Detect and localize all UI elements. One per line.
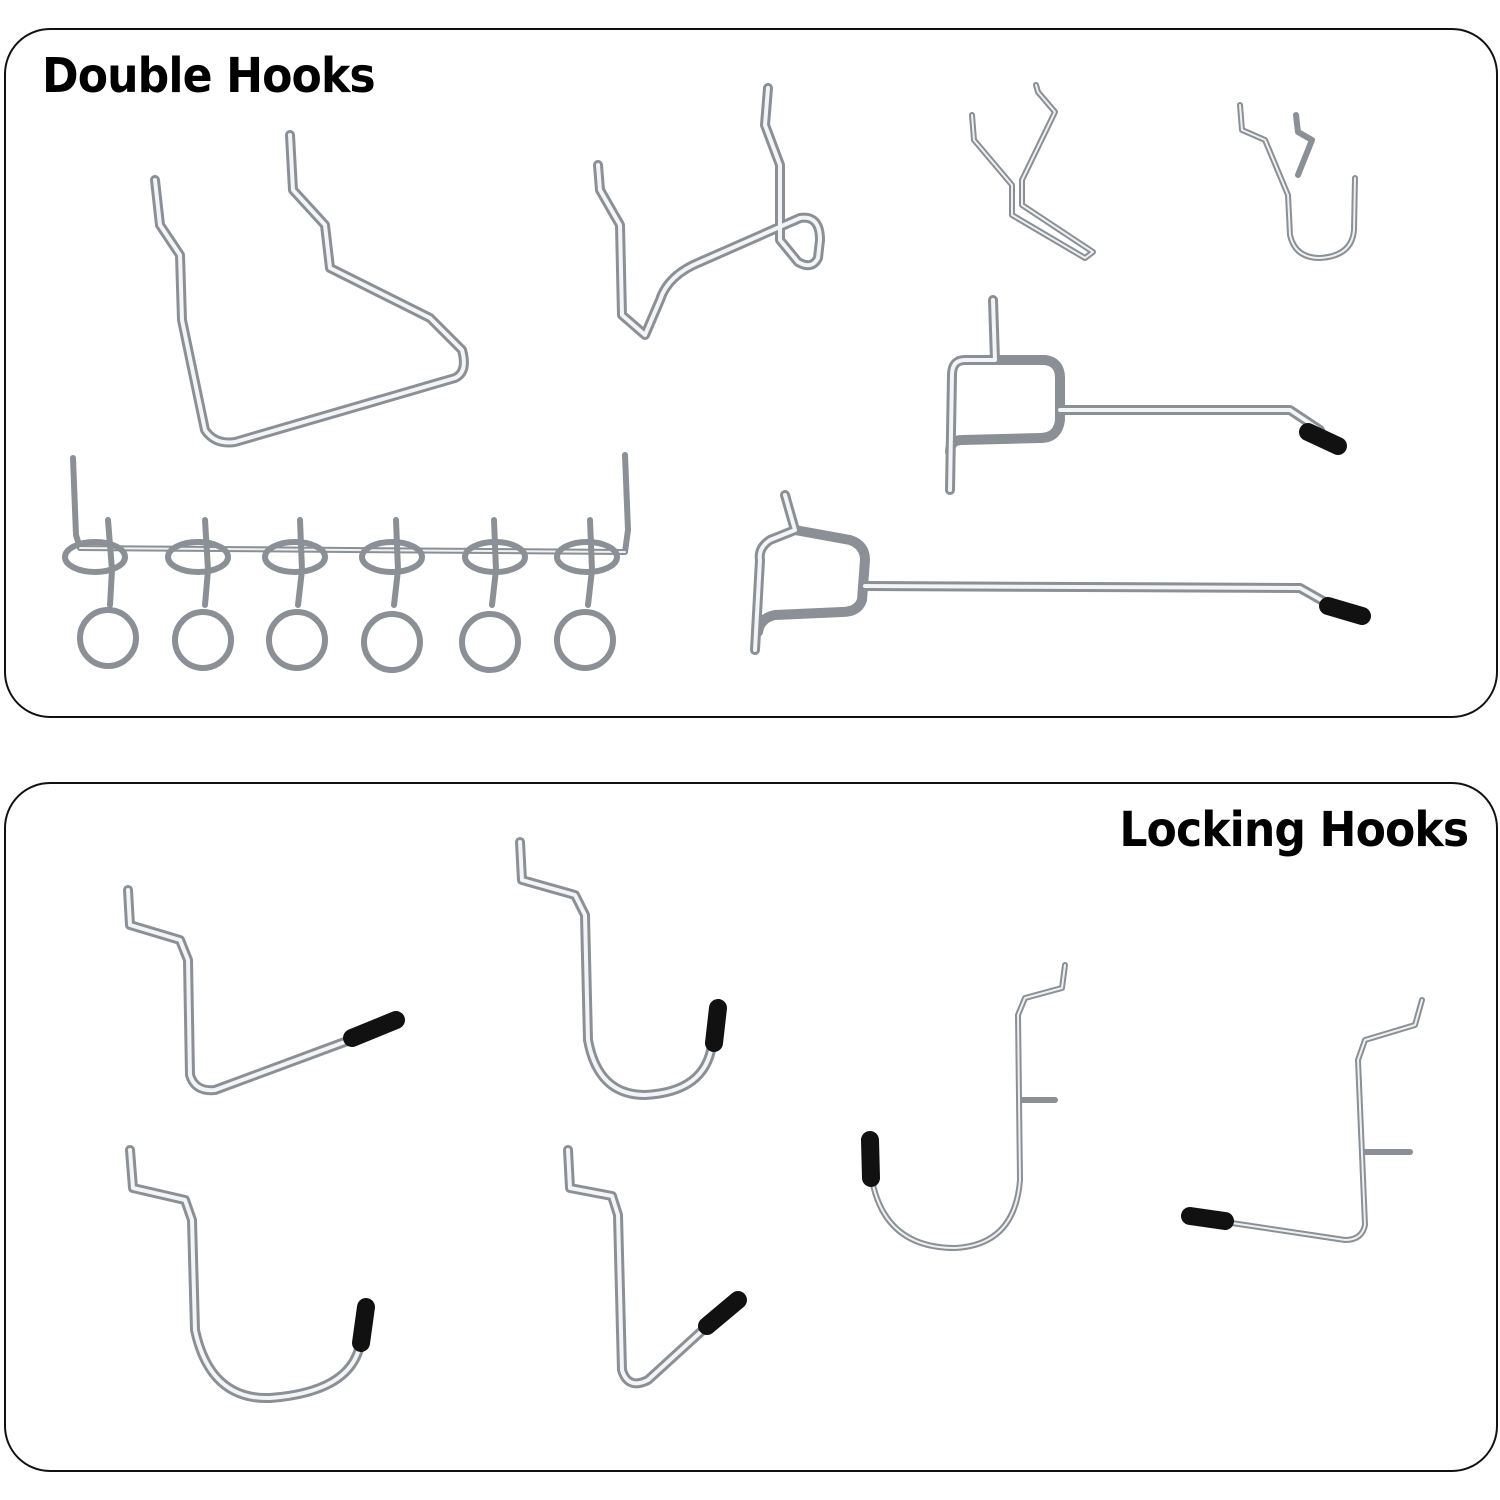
ring-icon [359,517,425,673]
ring-icon [62,517,139,669]
cap-icon [1181,1207,1234,1230]
cap-icon [343,1011,405,1047]
multi-ring-hook [62,452,631,673]
cap-icon [861,1131,880,1187]
ring-icon [262,517,328,671]
locking-hooks-panel: Locking Hooks [4,782,1498,1472]
ring-icon [554,517,620,671]
ring-icon [459,517,528,673]
angled-hook-capped [563,1145,747,1389]
short-loop-hook [945,295,1347,495]
l-hook-capped [123,885,405,1096]
j-hook-capped [515,837,727,1100]
cap-icon [1319,597,1371,625]
cap-icon [1299,423,1347,455]
long-loop-hook [750,490,1371,655]
loop-double-hook [593,83,825,340]
u-hook-capped [125,1145,375,1404]
double-hooks-panel: Double Hooks [4,28,1498,718]
double-hooks-title: Double Hooks [42,48,376,104]
locking-l-hook [1181,997,1425,1243]
cap-icon [352,1298,375,1352]
cap-icon [705,999,727,1052]
locking-hooks-title: Locking Hooks [1119,802,1469,858]
v-double-hook [150,130,469,448]
j-double-hook [1237,102,1358,261]
small-double-hook [969,82,1096,261]
cap-icon [698,1291,747,1335]
ring-icon [165,517,234,671]
locking-j-hook [861,962,1068,1251]
